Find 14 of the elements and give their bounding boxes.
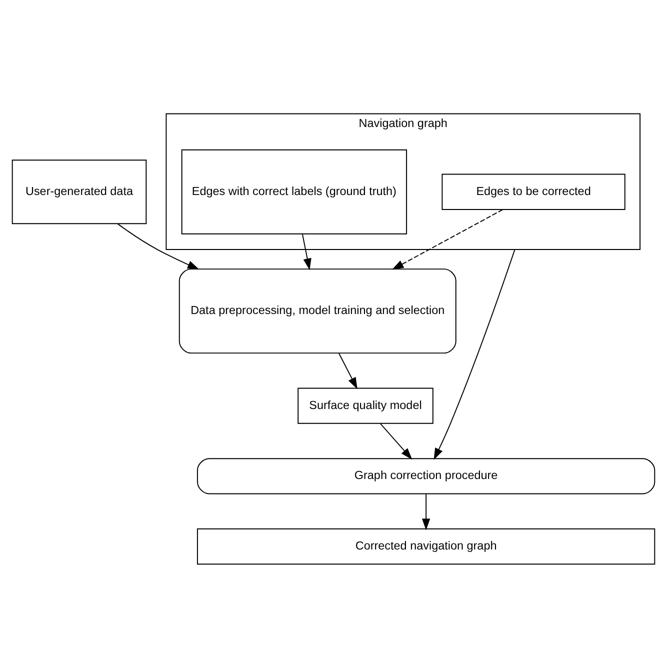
arrow <box>338 352 358 389</box>
node-box: Edges to be corrected <box>442 173 626 210</box>
arrow <box>117 222 200 269</box>
node-box: Surface quality model <box>298 387 434 424</box>
node-box: Data preprocessing, model training and selection <box>178 268 456 354</box>
arrow <box>380 422 412 460</box>
node-box: Edges with correct labels (ground truth) <box>181 148 408 234</box>
node-box: User-generated data <box>12 159 147 224</box>
arrow <box>302 233 312 270</box>
node-box: Corrected navigation graph <box>196 528 656 564</box>
arrow <box>422 493 430 530</box>
arrow <box>392 208 504 270</box>
arrow <box>434 248 516 460</box>
node-box: Graph correction procedure <box>196 458 656 494</box>
